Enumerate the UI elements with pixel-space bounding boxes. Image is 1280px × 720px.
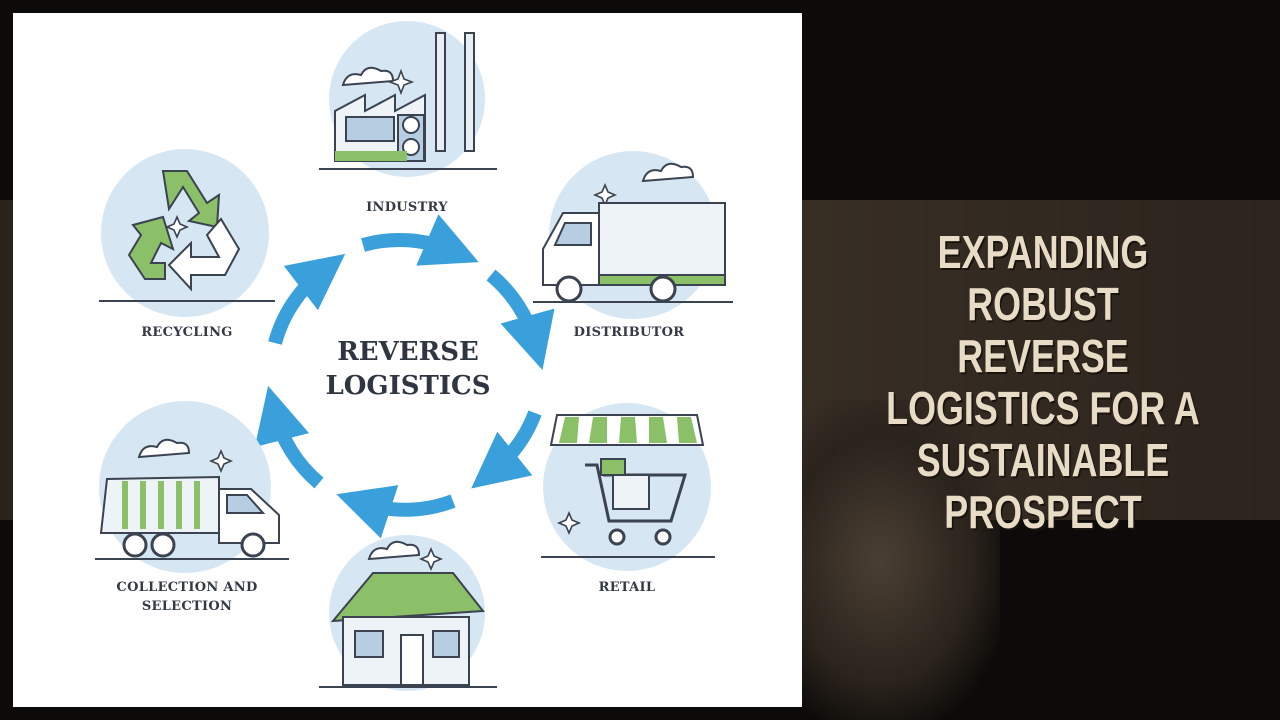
recycle-icon <box>99 149 275 317</box>
reverse-logistics-diagram: REVERSE LOGISTICS INDUSTRY DISTRIBUTOR R… <box>13 13 802 707</box>
diagram-artwork <box>95 21 733 691</box>
shopping-cart-icon <box>541 403 715 571</box>
stage-label-retail: RETAIL <box>598 580 656 595</box>
arrow-distributor-to-retail <box>486 269 555 370</box>
arrow-collection-to-recycling <box>254 385 324 489</box>
arrow-home-to-collection <box>336 485 456 539</box>
headline-title: EXPANDING ROBUST REVERSE LOGISTICS FOR A… <box>886 226 1200 538</box>
garbage-truck-icon <box>95 401 289 573</box>
arrow-retail-to-home <box>471 410 542 489</box>
stage-label-industry: INDUSTRY <box>366 200 448 215</box>
truck-icon <box>533 151 733 319</box>
arrow-industry-to-distributor <box>361 214 479 266</box>
cycle-arrows <box>254 214 555 539</box>
background-figure <box>800 400 1000 720</box>
factory-icon <box>319 21 497 177</box>
stage-label-collection: COLLECTION AND SELECTION <box>116 580 258 614</box>
arrow-recycling-to-industry <box>268 253 346 345</box>
diagram-center-title: REVERSE LOGISTICS <box>325 337 491 401</box>
stage-label-distributor: DISTRIBUTOR <box>573 325 685 340</box>
house-icon <box>319 535 497 691</box>
stage-label-recycling: RECYCLING <box>141 325 233 340</box>
